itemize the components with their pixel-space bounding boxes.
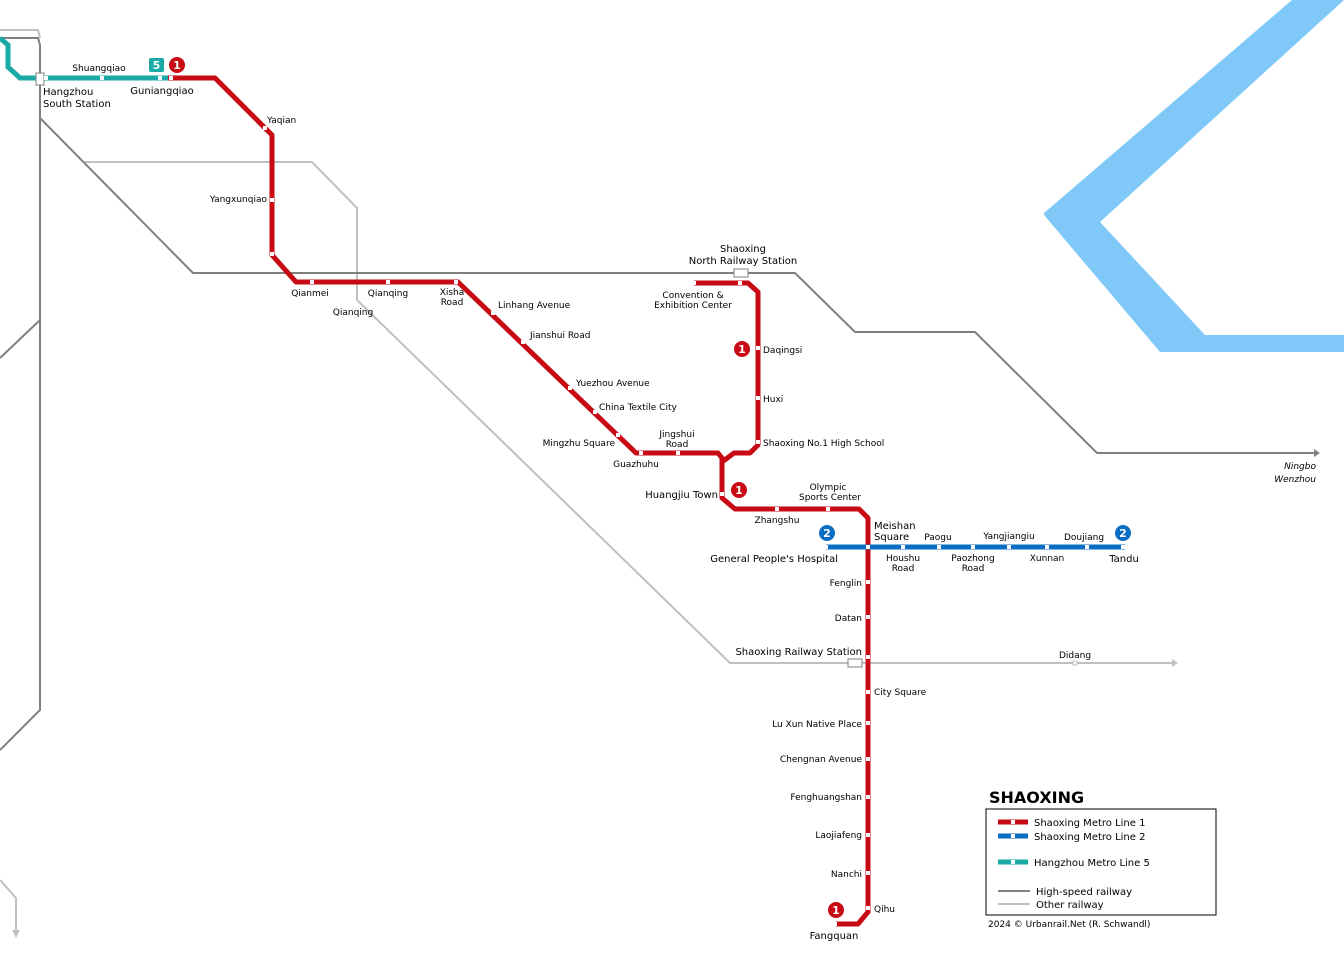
station-olympic-1: Olympic bbox=[810, 483, 847, 493]
station-north-1: Shaoxing bbox=[720, 244, 766, 255]
other-rail-arrow bbox=[1172, 659, 1178, 667]
station-qihu: Qihu bbox=[874, 905, 895, 915]
station-fangquan: Fangquan bbox=[810, 931, 859, 942]
water-river bbox=[1044, 0, 1344, 352]
didang-station-marker bbox=[1072, 660, 1078, 666]
legend-label-line1: Shaoxing Metro Line 1 bbox=[1034, 818, 1145, 829]
line1-badge-huangjiu: 1 bbox=[731, 482, 747, 498]
line2-badge-east: 2 bbox=[1115, 525, 1131, 541]
shaoxing-station-box bbox=[847, 658, 863, 668]
station-datan: Datan bbox=[835, 614, 862, 624]
station-meishan-1: Meishan bbox=[874, 521, 916, 532]
station-jianshui: Jianshui Road bbox=[529, 331, 590, 341]
line1-badge-text: 1 bbox=[173, 59, 181, 72]
legend-label-other-rail: Other railway bbox=[1036, 900, 1104, 911]
line1-badge-text: 1 bbox=[738, 343, 746, 356]
station-yuezhou: Yuezhou Avenue bbox=[575, 379, 650, 389]
station-linhang: Linhang Avenue bbox=[498, 301, 571, 311]
station-huxi: Huxi bbox=[763, 395, 783, 405]
legend-item-line5: Hangzhou Metro Line 5 bbox=[998, 858, 1150, 869]
station-didang: Didang bbox=[1059, 651, 1091, 661]
direction-wenzhou: Wenzhou bbox=[1274, 475, 1316, 485]
legend-item-line2: Shaoxing Metro Line 2 bbox=[998, 832, 1145, 843]
station-fenghuangshan: Fenghuangshan bbox=[790, 793, 862, 803]
line1-track-main bbox=[168, 75, 871, 927]
line2-badge-text: 2 bbox=[823, 527, 831, 540]
station-yangxunqiao: Yangxunqiao bbox=[209, 195, 268, 205]
station-hangzhou-south-2: South Station bbox=[43, 99, 111, 110]
legend-item-line1: Shaoxing Metro Line 1 bbox=[998, 818, 1145, 829]
station-north-2: North Railway Station bbox=[689, 256, 798, 267]
station-xisha-2: Road bbox=[441, 298, 464, 308]
station-doujiang: Doujiang bbox=[1064, 533, 1104, 543]
station-mingzhu: Mingzhu Square bbox=[543, 439, 616, 449]
legend-label-high-speed: High-speed railway bbox=[1036, 887, 1132, 898]
station-luxun: Lu Xun Native Place bbox=[772, 720, 862, 730]
station-meishan-2: Square bbox=[874, 532, 909, 543]
station-chengnan: Chengnan Avenue bbox=[780, 755, 863, 765]
station-general-hospital: General People's Hospital bbox=[710, 554, 838, 565]
station-jingshui-1: Jingshui bbox=[658, 430, 694, 440]
station-no1-school: Shaoxing No.1 High School bbox=[763, 439, 884, 449]
legend-label-line2: Shaoxing Metro Line 2 bbox=[1034, 832, 1145, 843]
station-paogu: Paogu bbox=[924, 533, 951, 543]
station-xunnan: Xunnan bbox=[1030, 554, 1065, 564]
station-yangjiang: Yangjiangiu bbox=[982, 532, 1034, 542]
north-station-box bbox=[733, 268, 749, 278]
station-qianqing-rail: Qianqing bbox=[333, 308, 373, 318]
map-credit: 2024 © Urbanrail.Net (R. Schwandl) bbox=[988, 920, 1150, 930]
legend-item-high-speed: High-speed railway bbox=[998, 887, 1132, 898]
station-laojiafeng: Laojiafeng bbox=[815, 831, 862, 841]
direction-ningbo: Ningbo bbox=[1284, 462, 1316, 472]
station-convention-2: Exhibition Center bbox=[654, 301, 732, 311]
station-guazhuhu: Guazhuhu bbox=[613, 460, 659, 470]
station-shuangqiao: Shuangqiao bbox=[72, 64, 126, 74]
station-olympic-2: Sports Center bbox=[799, 493, 861, 503]
line1-track-branch bbox=[694, 280, 761, 464]
line1-badge-text: 1 bbox=[832, 904, 840, 917]
station-nanchi: Nanchi bbox=[831, 870, 862, 880]
line5-badge: 5 bbox=[149, 58, 164, 72]
station-jingshui-2: Road bbox=[666, 440, 689, 450]
station-qianmei: Qianmei bbox=[291, 289, 329, 299]
hangzhou-south-box bbox=[35, 72, 45, 86]
other-rail-arrow-south bbox=[12, 930, 20, 938]
station-tandu: Tandu bbox=[1108, 554, 1139, 565]
station-fenglin: Fenglin bbox=[830, 579, 862, 589]
line1-badge-north: 1 bbox=[169, 57, 185, 73]
station-shaoxing-rail: Shaoxing Railway Station bbox=[735, 647, 862, 658]
station-city-square: City Square bbox=[874, 688, 927, 698]
legend-label-line5: Hangzhou Metro Line 5 bbox=[1034, 858, 1150, 869]
high-speed-arrow bbox=[1314, 449, 1320, 457]
station-houshu-1: Houshu bbox=[886, 554, 920, 564]
station-xisha-1: Xisha bbox=[440, 288, 465, 298]
line1-badge-text: 1 bbox=[735, 484, 743, 497]
station-paozhong-1: Paozhong bbox=[951, 554, 994, 564]
line2-badge-text: 2 bbox=[1119, 527, 1127, 540]
line1-badge-fangquan: 1 bbox=[828, 902, 844, 918]
line2-badge-west: 2 bbox=[819, 525, 835, 541]
station-china-textile: China Textile City bbox=[599, 403, 677, 413]
station-markers bbox=[44, 76, 1125, 926]
station-qianqing-metro: Qianqing bbox=[368, 289, 408, 299]
station-houshu-2: Road bbox=[892, 564, 915, 574]
station-daqingsi: Daqingsi bbox=[763, 346, 802, 356]
high-speed-railways bbox=[0, 37, 1315, 751]
station-yaqian: Yaqian bbox=[266, 116, 296, 126]
station-guniangqiao: Guniangqiao bbox=[130, 86, 193, 97]
station-convention-1: Convention & bbox=[662, 291, 723, 301]
map-title: SHAOXING bbox=[989, 788, 1084, 807]
station-paozhong-2: Road bbox=[962, 564, 985, 574]
line5-badge-text: 5 bbox=[153, 59, 161, 72]
legend: Shaoxing Metro Line 1 Shaoxing Metro Lin… bbox=[985, 808, 1217, 916]
legend-item-other-rail: Other railway bbox=[998, 900, 1104, 911]
station-zhangshu: Zhangshu bbox=[755, 516, 800, 526]
station-huangjiu: Huangjiu Town bbox=[645, 490, 718, 501]
station-hangzhou-south-1: Hangzhou bbox=[43, 87, 93, 98]
line5-track bbox=[0, 36, 168, 81]
line1-badge-daqingsi: 1 bbox=[734, 341, 750, 357]
